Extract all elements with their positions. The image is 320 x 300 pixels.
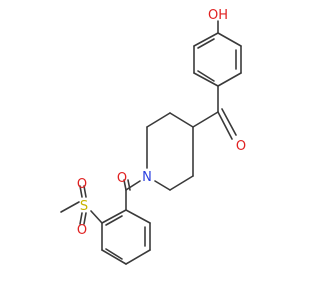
bond [79, 212, 83, 225]
molecule-structure: OH O O N S O O [60, 8, 246, 265]
bond [101, 209, 127, 224]
sulfonyl-oxygen-bottom-label: O [77, 223, 87, 238]
ketone-oxygen-label: O [236, 139, 246, 154]
piperidine-nitrogen-label: N [142, 170, 152, 185]
bond [125, 180, 141, 191]
bond [217, 72, 242, 87]
amide-oxygen-label: O [117, 171, 127, 186]
bond [193, 32, 219, 47]
bond [197, 38, 215, 49]
bond [193, 72, 219, 87]
bond [101, 249, 127, 265]
bond [217, 32, 242, 47]
bond [83, 185, 87, 198]
structure-canvas: OH O O N S O O [60, 8, 246, 265]
bond [83, 212, 87, 225]
bond [154, 180, 171, 191]
bond [125, 249, 151, 265]
sulfur-label: S [80, 199, 88, 214]
bond [79, 185, 83, 198]
bond [123, 179, 127, 191]
bond [221, 108, 237, 136]
bond [105, 215, 123, 226]
bond [217, 111, 233, 140]
bond [197, 70, 215, 82]
bond [192, 111, 219, 128]
bond [60, 201, 80, 213]
bond [169, 112, 194, 128]
sulfonyl-oxygen-top-label: O [77, 177, 87, 192]
hydroxyl-label: OH [208, 8, 228, 23]
bond [169, 175, 194, 191]
bond [90, 210, 103, 224]
bond [146, 112, 171, 128]
bond [125, 209, 151, 224]
bond [127, 179, 131, 191]
bond-layer [60, 20, 242, 265]
atom-label-layer: OH O O N S O O [77, 8, 246, 238]
bond [105, 248, 123, 260]
